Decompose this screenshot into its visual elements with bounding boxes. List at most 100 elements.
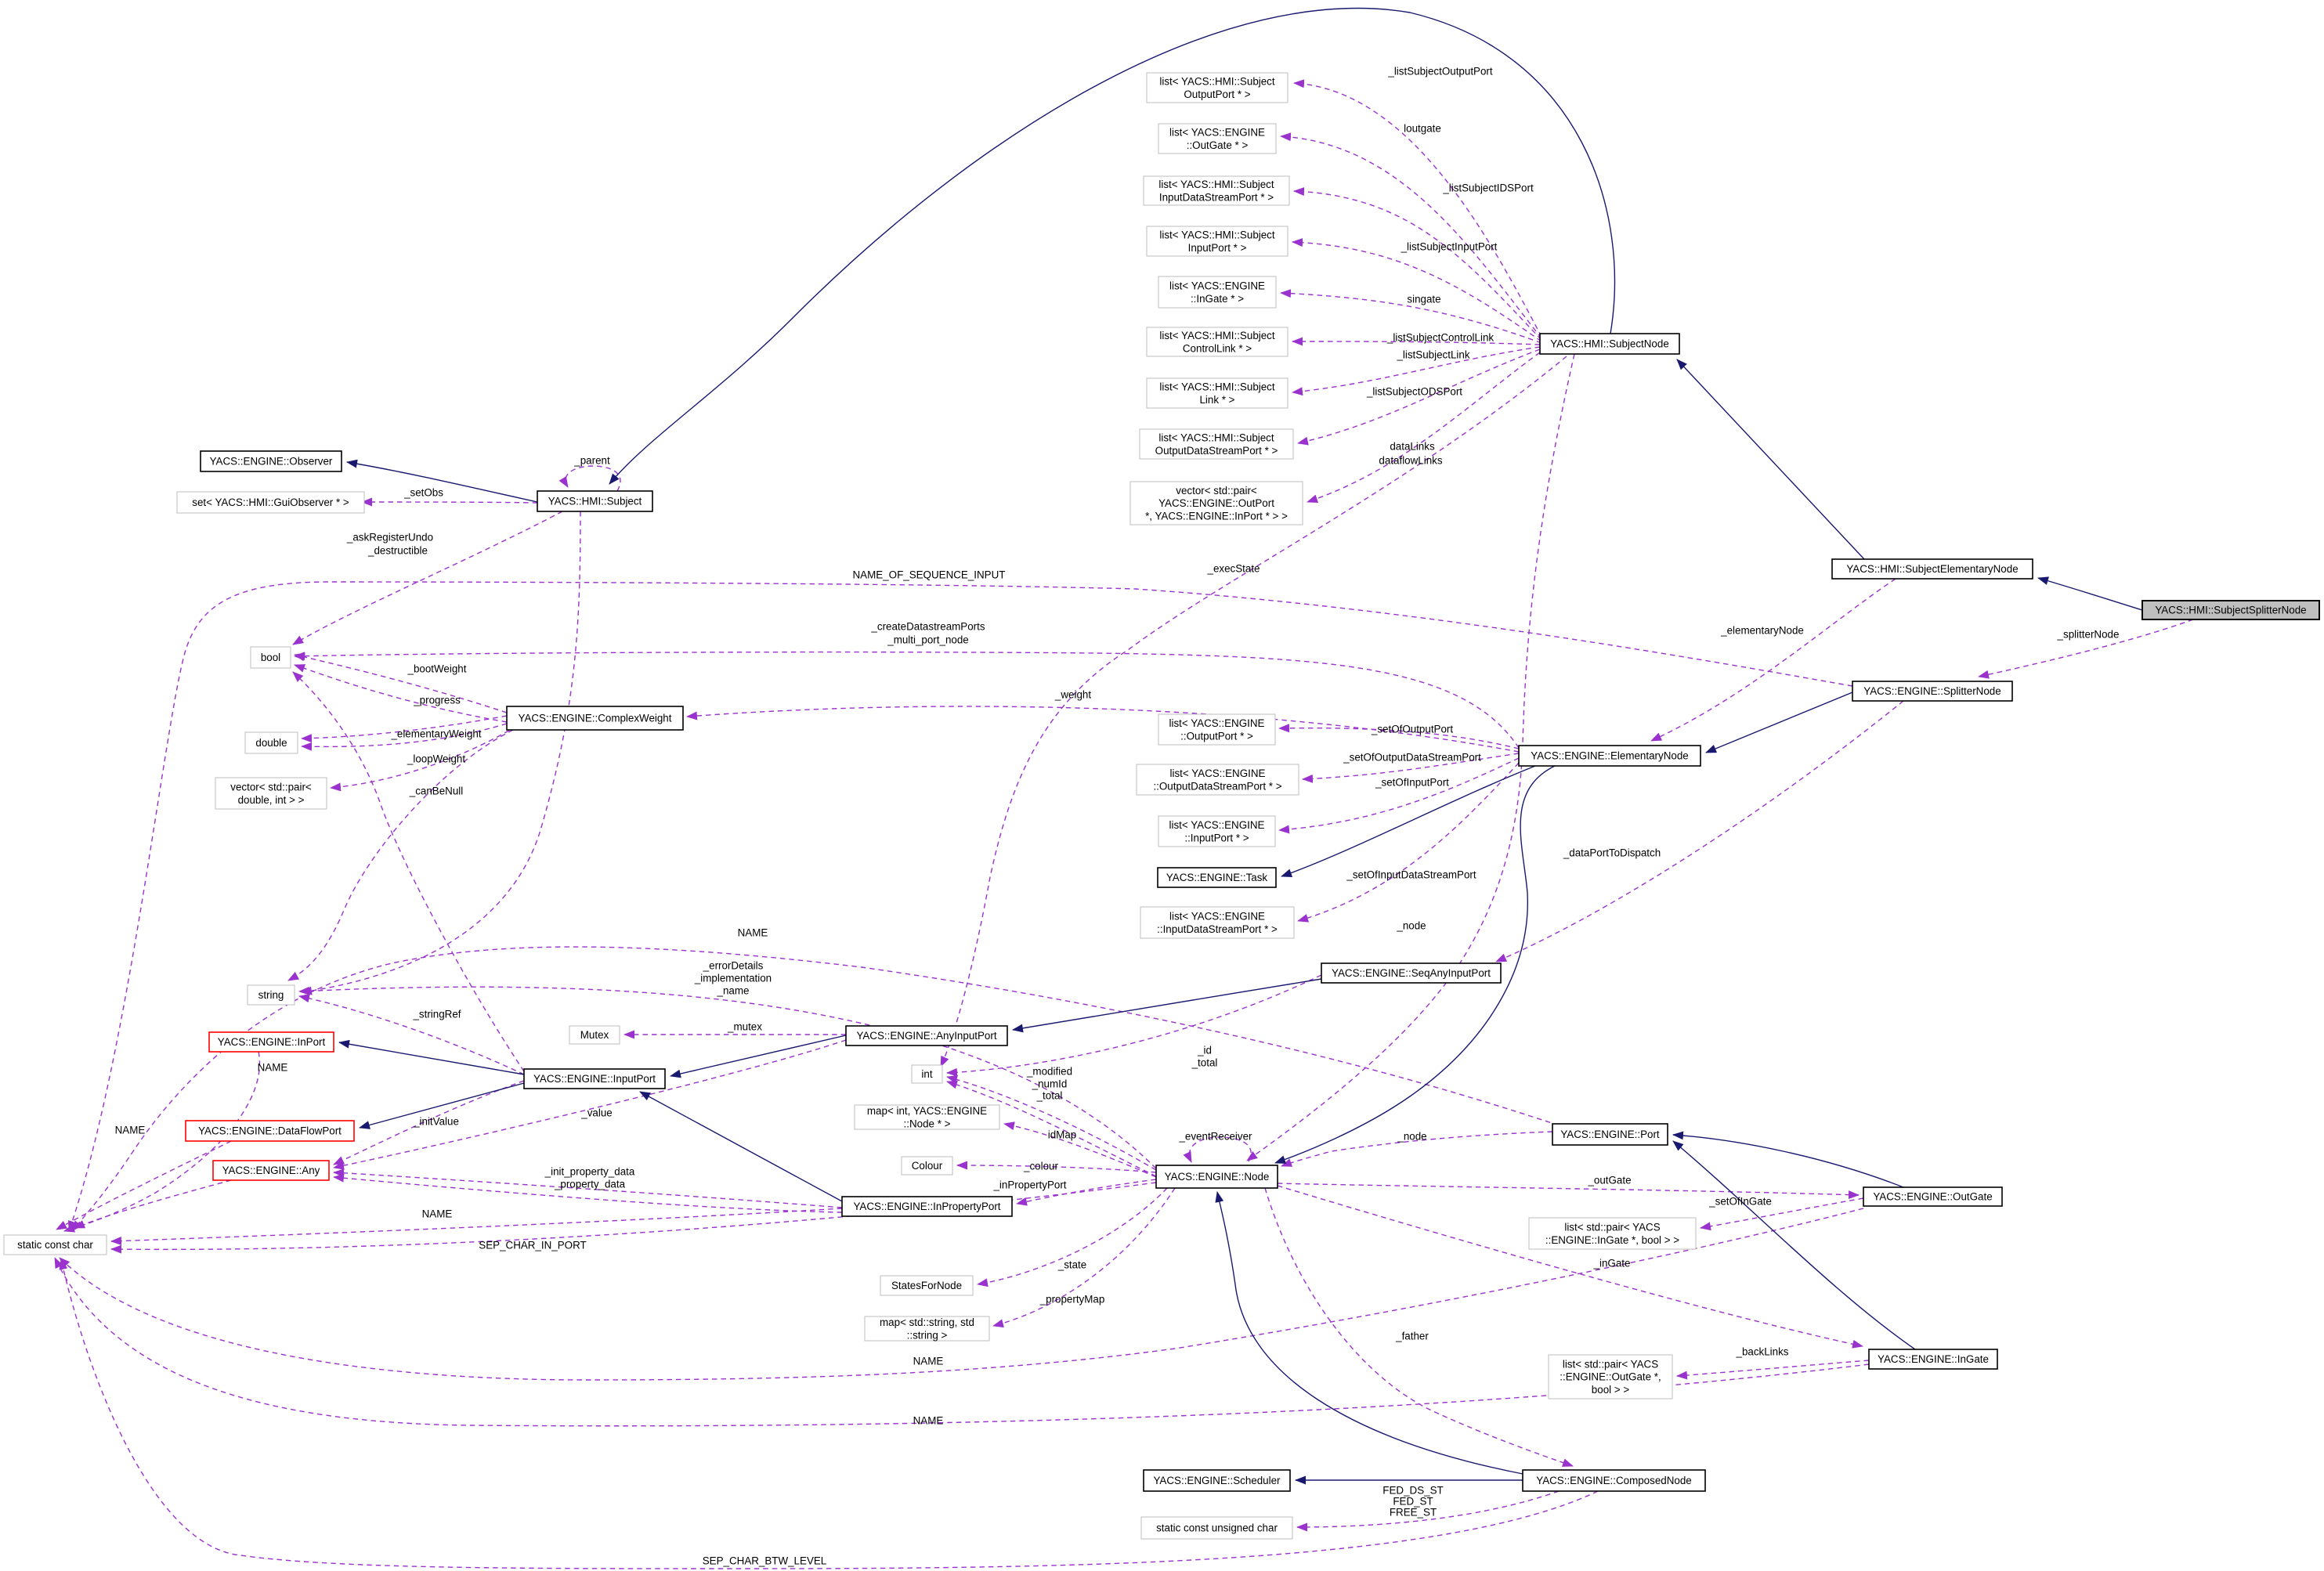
svg-text:list< YACS::HMI::Subject: list< YACS::HMI::Subject	[1158, 179, 1274, 190]
svg-text:list< YACS::HMI::Subject: list< YACS::HMI::Subject	[1159, 76, 1275, 88]
svg-text:list< YACS::ENGINE: list< YACS::ENGINE	[1169, 280, 1265, 292]
svg-text:_weight: _weight	[1054, 689, 1091, 701]
svg-text:OutputDataStreamPort * >: OutputDataStreamPort * >	[1155, 445, 1278, 457]
svg-text:_init_property_data: _init_property_data	[544, 1166, 635, 1178]
svg-text:_setObs: _setObs	[403, 487, 443, 499]
svg-text:list< YACS::ENGINE: list< YACS::ENGINE	[1169, 819, 1265, 831]
svg-text:YACS::ENGINE::ComplexWeight: YACS::ENGINE::ComplexWeight	[519, 713, 672, 724]
svg-text:NAME: NAME	[913, 1356, 944, 1367]
svg-text:list< YACS::HMI::Subject: list< YACS::HMI::Subject	[1159, 381, 1275, 393]
svg-text:_inGate: _inGate	[1593, 1258, 1631, 1269]
svg-text:Colour: Colour	[912, 1160, 943, 1172]
svg-text:YACS::ENGINE::ComposedNode: YACS::ENGINE::ComposedNode	[1536, 1475, 1691, 1486]
svg-text:list< YACS::HMI::Subject: list< YACS::HMI::Subject	[1158, 432, 1274, 444]
svg-text:::string >: ::string >	[907, 1329, 948, 1341]
svg-text:::ENGINE::OutGate *,: ::ENGINE::OutGate *,	[1560, 1371, 1661, 1383]
svg-text:vector< std::pair<: vector< std::pair<	[230, 782, 312, 793]
svg-text:list< YACS::ENGINE: list< YACS::ENGINE	[1170, 767, 1266, 779]
svg-text:YACS::HMI::Subject: YACS::HMI::Subject	[548, 496, 642, 507]
svg-text:_eventReceiver: _eventReceiver	[1178, 1131, 1252, 1143]
svg-text:_stringRef: _stringRef	[412, 1009, 461, 1020]
svg-text:NAME: NAME	[115, 1125, 146, 1136]
svg-text:list< std::pair< YACS: list< std::pair< YACS	[1563, 1359, 1658, 1371]
svg-text:list< std::pair< YACS: list< std::pair< YACS	[1564, 1222, 1660, 1233]
svg-text:_dataPortToDispatch: _dataPortToDispatch	[1563, 847, 1661, 859]
svg-text:YACS::ENGINE::SeqAnyInputPort: YACS::ENGINE::SeqAnyInputPort	[1332, 967, 1491, 979]
svg-text:dataflowLinks: dataflowLinks	[1379, 455, 1442, 467]
svg-text:_listSubjectControlLink: _listSubjectControlLink	[1386, 332, 1495, 344]
svg-text:singate: singate	[1407, 294, 1440, 305]
svg-text:YACS::ENGINE::Task: YACS::ENGINE::Task	[1166, 872, 1268, 883]
svg-text:*, YACS::ENGINE::InPort * > >: *, YACS::ENGINE::InPort * > >	[1145, 510, 1288, 522]
svg-text:InputDataStreamPort * >: InputDataStreamPort * >	[1159, 191, 1274, 203]
svg-text:_implementation: _implementation	[694, 973, 772, 984]
svg-text:list< YACS::HMI::Subject: list< YACS::HMI::Subject	[1159, 229, 1275, 241]
svg-text:dataLinks: dataLinks	[1390, 441, 1435, 453]
svg-text:FREE_ST: FREE_ST	[1390, 1507, 1437, 1519]
svg-text:ControlLink * >: ControlLink * >	[1183, 342, 1252, 354]
svg-text:_name: _name	[717, 985, 750, 997]
svg-text:_splitterNode: _splitterNode	[2057, 629, 2120, 641]
svg-text:_propertyMap: _propertyMap	[1039, 1294, 1105, 1306]
svg-text:::OutGate * >: ::OutGate * >	[1187, 139, 1249, 151]
svg-text:_errorDetails: _errorDetails	[703, 960, 764, 972]
svg-text:_node: _node	[1396, 920, 1426, 932]
svg-text:YACS::ENGINE::AnyInputPort: YACS::ENGINE::AnyInputPort	[856, 1030, 996, 1042]
svg-text:::Node * >: ::Node * >	[904, 1118, 951, 1129]
svg-text:set< YACS::HMI::GuiObserver *: set< YACS::HMI::GuiObserver * >	[192, 497, 349, 508]
svg-text:NAME: NAME	[738, 927, 768, 939]
svg-text:YACS::ENGINE::Node: YACS::ENGINE::Node	[1165, 1171, 1270, 1183]
svg-text:FED_DS_ST: FED_DS_ST	[1382, 1485, 1443, 1497]
svg-text:_listSubjectOutputPort: _listSubjectOutputPort	[1387, 66, 1493, 78]
svg-text:_loopWeight: _loopWeight	[407, 753, 465, 765]
svg-text:_setOfInputDataStreamPort: _setOfInputDataStreamPort	[1346, 869, 1476, 881]
svg-text:_listSubjectODSPort: _listSubjectODSPort	[1366, 386, 1462, 398]
svg-text:YACS::ENGINE::Observer: YACS::ENGINE::Observer	[210, 456, 333, 468]
svg-text:YACS::HMI::SubjectElementaryNo: YACS::HMI::SubjectElementaryNode	[1846, 563, 2018, 575]
svg-text:_state: _state	[1057, 1259, 1086, 1271]
svg-text:bool: bool	[261, 652, 280, 663]
svg-text:_father: _father	[1395, 1331, 1429, 1342]
svg-text:YACS::ENGINE::InPropertyPort: YACS::ENGINE::InPropertyPort	[853, 1201, 1000, 1212]
svg-text:idMap: idMap	[1048, 1129, 1076, 1141]
svg-text:_modified: _modified	[1026, 1066, 1072, 1078]
svg-text:_setOfOutputPort: _setOfOutputPort	[1371, 724, 1453, 735]
svg-text:list< YACS::ENGINE: list< YACS::ENGINE	[1169, 127, 1265, 139]
svg-text:double: double	[255, 737, 287, 749]
svg-text:FED_ST: FED_ST	[1393, 1496, 1433, 1508]
svg-text:_parent: _parent	[573, 455, 610, 467]
svg-text:list< YACS::HMI::Subject: list< YACS::HMI::Subject	[1159, 330, 1275, 341]
svg-text:double, int > >: double, int > >	[238, 794, 305, 806]
svg-text:::InGate * >: ::InGate * >	[1191, 293, 1244, 305]
svg-text:NAME_OF_SEQUENCE_INPUT: NAME_OF_SEQUENCE_INPUT	[853, 569, 1006, 581]
svg-text:bool > >: bool > >	[1592, 1384, 1630, 1396]
svg-text:InputPort * >: InputPort * >	[1188, 242, 1247, 254]
svg-text:_listSubjectInputPort: _listSubjectInputPort	[1401, 241, 1498, 253]
svg-text:_mutex: _mutex	[727, 1021, 762, 1033]
svg-text:_total: _total	[1036, 1090, 1063, 1102]
svg-text:YACS::ENGINE::InputPort: YACS::ENGINE::InputPort	[533, 1073, 656, 1085]
svg-text:NAME: NAME	[258, 1062, 288, 1074]
svg-text:_initValue: _initValue	[413, 1116, 459, 1128]
svg-text:string: string	[258, 989, 284, 1001]
svg-text:_property_data: _property_data	[554, 1179, 626, 1190]
svg-text:OutputPort * >: OutputPort * >	[1184, 88, 1250, 100]
svg-text:_total: _total	[1191, 1057, 1218, 1069]
svg-text:::ENGINE::InGate *, bool > >: ::ENGINE::InGate *, bool > >	[1545, 1234, 1679, 1246]
svg-text:_askRegisterUndo: _askRegisterUndo	[346, 532, 433, 544]
svg-text:YACS::ENGINE::OutGate: YACS::ENGINE::OutGate	[1873, 1191, 1992, 1203]
svg-text:YACS::HMI::SubjectNode: YACS::HMI::SubjectNode	[1550, 338, 1669, 350]
svg-text:_destructible: _destructible	[367, 545, 428, 557]
svg-text:SEP_CHAR_BTW_LEVEL: SEP_CHAR_BTW_LEVEL	[703, 1555, 827, 1567]
svg-text:YACS::ENGINE::Port: YACS::ENGINE::Port	[1560, 1129, 1660, 1140]
svg-text:YACS::ENGINE::OutPort: YACS::ENGINE::OutPort	[1158, 497, 1274, 509]
svg-text:_id: _id	[1197, 1045, 1212, 1056]
svg-text:map< int, YACS::ENGINE: map< int, YACS::ENGINE	[867, 1105, 987, 1117]
svg-text:_execState: _execState	[1207, 563, 1260, 575]
svg-text:_canBeNull: _canBeNull	[409, 786, 464, 797]
svg-text:_setOfInputPort: _setOfInputPort	[1375, 777, 1449, 789]
svg-text:list< YACS::ENGINE: list< YACS::ENGINE	[1169, 717, 1265, 729]
svg-text:::InputDataStreamPort * >: ::InputDataStreamPort * >	[1157, 923, 1278, 935]
svg-text:_listSubjectLink: _listSubjectLink	[1396, 349, 1469, 361]
svg-text:::OutputPort * >: ::OutputPort * >	[1180, 730, 1253, 742]
